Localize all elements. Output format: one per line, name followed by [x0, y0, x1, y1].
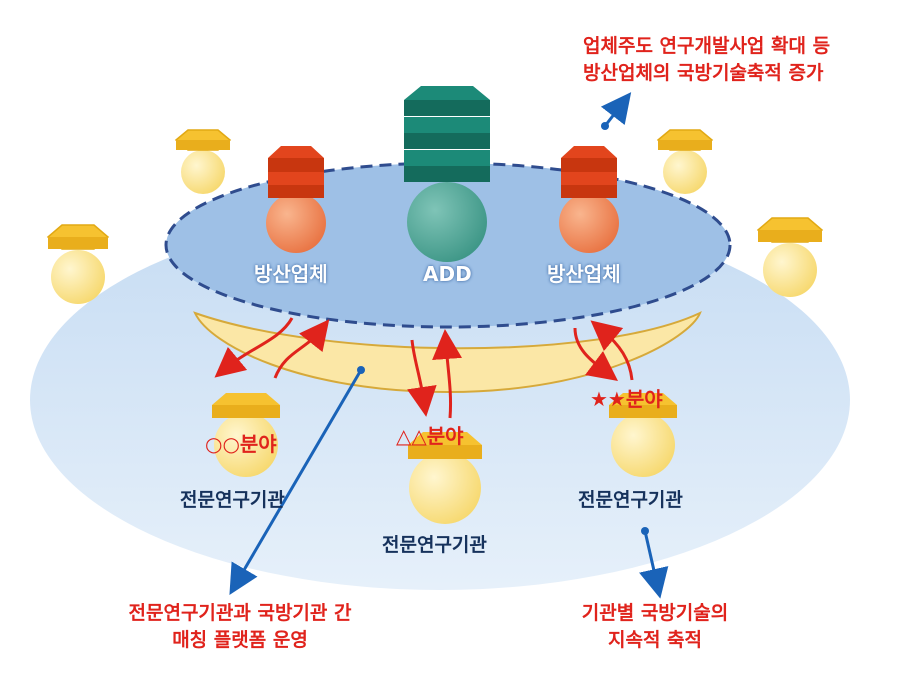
company-node-right: [559, 146, 619, 253]
field-left-label: ○○분야: [205, 432, 277, 456]
institute-node-left: [212, 393, 280, 477]
arrow-center-down: [406, 339, 437, 417]
callout-top-line1: 업체주도 연구개발사업 확대 등: [583, 35, 831, 57]
field-right-label: ★★분야: [590, 387, 663, 411]
callout-right-line2: 지속적 축적: [607, 629, 702, 651]
callout-arrows: [229, 92, 669, 599]
callout-left: 전문연구기관과 국방기관 간 매칭 플랫폼 운영: [110, 600, 370, 654]
outer-ecosystem-disc: [30, 210, 850, 590]
outer-node-upper-left: [174, 129, 232, 194]
arrow-right-up: [590, 320, 634, 381]
outer-node-far-left: [46, 224, 110, 304]
institute-node-center: [408, 432, 482, 524]
institute-left-label: 전문연구기관: [180, 489, 285, 511]
arrow-left-up: [273, 319, 330, 379]
company-right-label: 방산업체: [547, 262, 621, 286]
outer-node-far-right: [756, 217, 824, 297]
exchange-arrows: [214, 317, 634, 419]
company-node-left: [266, 146, 326, 253]
arrow-right-down: [573, 327, 618, 382]
arrow-to-top-callout: [600, 92, 632, 127]
add-label: ADD: [423, 262, 472, 286]
callout-left-line2: 매칭 플랫폼 운영: [172, 629, 308, 651]
callout-right: 기관별 국방기술의 지속적 축적: [560, 600, 750, 654]
field-center-label: △△분야: [396, 424, 464, 448]
arrow-left-down: [214, 317, 294, 378]
add-node-center: [404, 86, 490, 262]
outer-node-upper-right: [656, 129, 714, 194]
callout-top-line2: 방산업체의 국방기술축적 증가: [583, 62, 824, 84]
company-left-label: 방산업체: [254, 262, 328, 286]
callout-top: 업체주도 연구개발사업 확대 등 방산업체의 국방기술축적 증가: [583, 33, 830, 87]
callout-right-line1: 기관별 국방기술의: [581, 602, 729, 624]
institute-node-right: [609, 393, 677, 477]
arrow-to-left-callout: [229, 369, 363, 595]
institute-right-label: 전문연구기관: [578, 489, 683, 511]
arrow-center-up: [432, 329, 463, 419]
arrow-to-right-callout: [639, 530, 669, 599]
institute-center-label: 전문연구기관: [382, 534, 487, 556]
callout-left-line1: 전문연구기관과 국방기관 간: [128, 602, 352, 624]
